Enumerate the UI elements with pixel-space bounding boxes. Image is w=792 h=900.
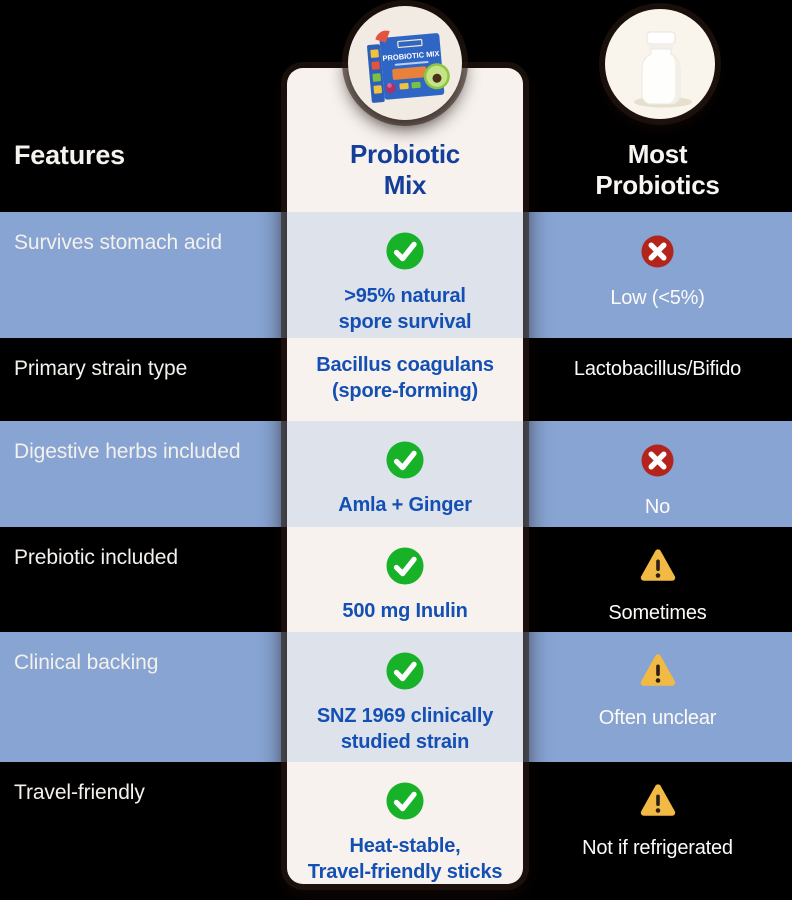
competitor-column-title: Most Probiotics	[595, 139, 720, 200]
product-photo: PROBIOTIC MIX	[348, 6, 462, 120]
product-value: SNZ 1969 clinically studied strain	[316, 705, 494, 753]
check-icon	[386, 652, 424, 690]
feature-label: Clinical backing	[14, 651, 159, 674]
feature-label: Prebiotic included	[14, 546, 178, 569]
feature-label: Digestive herbs included	[14, 440, 241, 463]
warning-icon	[638, 782, 678, 820]
competitor-value: Low (<5%)	[610, 287, 705, 309]
check-icon	[386, 782, 424, 820]
competitor-cell: No	[523, 421, 792, 527]
table-row: Survives stomach acid >95% natural spore…	[0, 212, 792, 338]
product-value: >95% natural spore survival	[338, 285, 472, 333]
feature-label: Travel-friendly	[14, 781, 145, 804]
competitor-value: Not if refrigerated	[582, 837, 733, 859]
check-icon	[386, 232, 424, 270]
competitor-value: Lactobacillus/Bifido	[573, 358, 742, 380]
warning-icon	[638, 652, 678, 690]
cross-icon	[641, 232, 674, 270]
competitor-photo	[605, 9, 715, 119]
product-cell: 500 mg Inulin	[287, 527, 523, 632]
competitor-cell: Low (<5%)	[523, 212, 792, 338]
pill-bottle-illustration	[634, 31, 692, 108]
table-row: Clinical backing SNZ 1969 clinically stu…	[0, 632, 792, 762]
product-value: 500 mg Inulin	[342, 600, 468, 622]
cross-icon	[641, 441, 674, 479]
check-icon	[386, 547, 424, 585]
competitor-value: Sometimes	[608, 602, 707, 624]
features-column-header: Features	[14, 140, 125, 170]
product-value: Amla + Ginger	[338, 494, 472, 516]
product-value: Bacillus coagulans (spore-forming)	[316, 354, 494, 402]
competitor-cell: Not if refrigerated	[523, 762, 792, 900]
competitor-cell: Often unclear	[523, 632, 792, 762]
product-cell: SNZ 1969 clinically studied strain	[287, 632, 523, 762]
product-value: Heat-stable, Travel-friendly sticks	[307, 835, 503, 883]
feature-label: Survives stomach acid	[14, 231, 222, 254]
table-row: Prebiotic included 500 mg Inulin Sometim…	[0, 527, 792, 632]
product-cell: Heat-stable, Travel-friendly sticks	[287, 762, 523, 900]
feature-label: Primary strain type	[14, 357, 188, 380]
table-row: Travel-friendly Heat-stable, Travel-frie…	[0, 762, 792, 900]
product-column-title: Probiotic Mix	[350, 139, 460, 200]
warning-icon	[638, 547, 678, 585]
check-icon	[386, 441, 424, 479]
product-box-illustration: PROBIOTIC MIX	[367, 30, 450, 103]
competitor-value: No	[644, 496, 671, 518]
product-cell: Bacillus coagulans (spore-forming)	[287, 338, 523, 421]
product-cell: >95% natural spore survival	[287, 212, 523, 338]
product-cell: Amla + Ginger	[287, 421, 523, 527]
table-row: Digestive herbs included Amla + Ginger N…	[0, 421, 792, 527]
competitor-value: Often unclear	[598, 707, 717, 729]
competitor-cell: Lactobacillus/Bifido	[523, 338, 792, 421]
competitor-cell: Sometimes	[523, 527, 792, 632]
table-row: Primary strain type Bacillus coagulans (…	[0, 338, 792, 421]
